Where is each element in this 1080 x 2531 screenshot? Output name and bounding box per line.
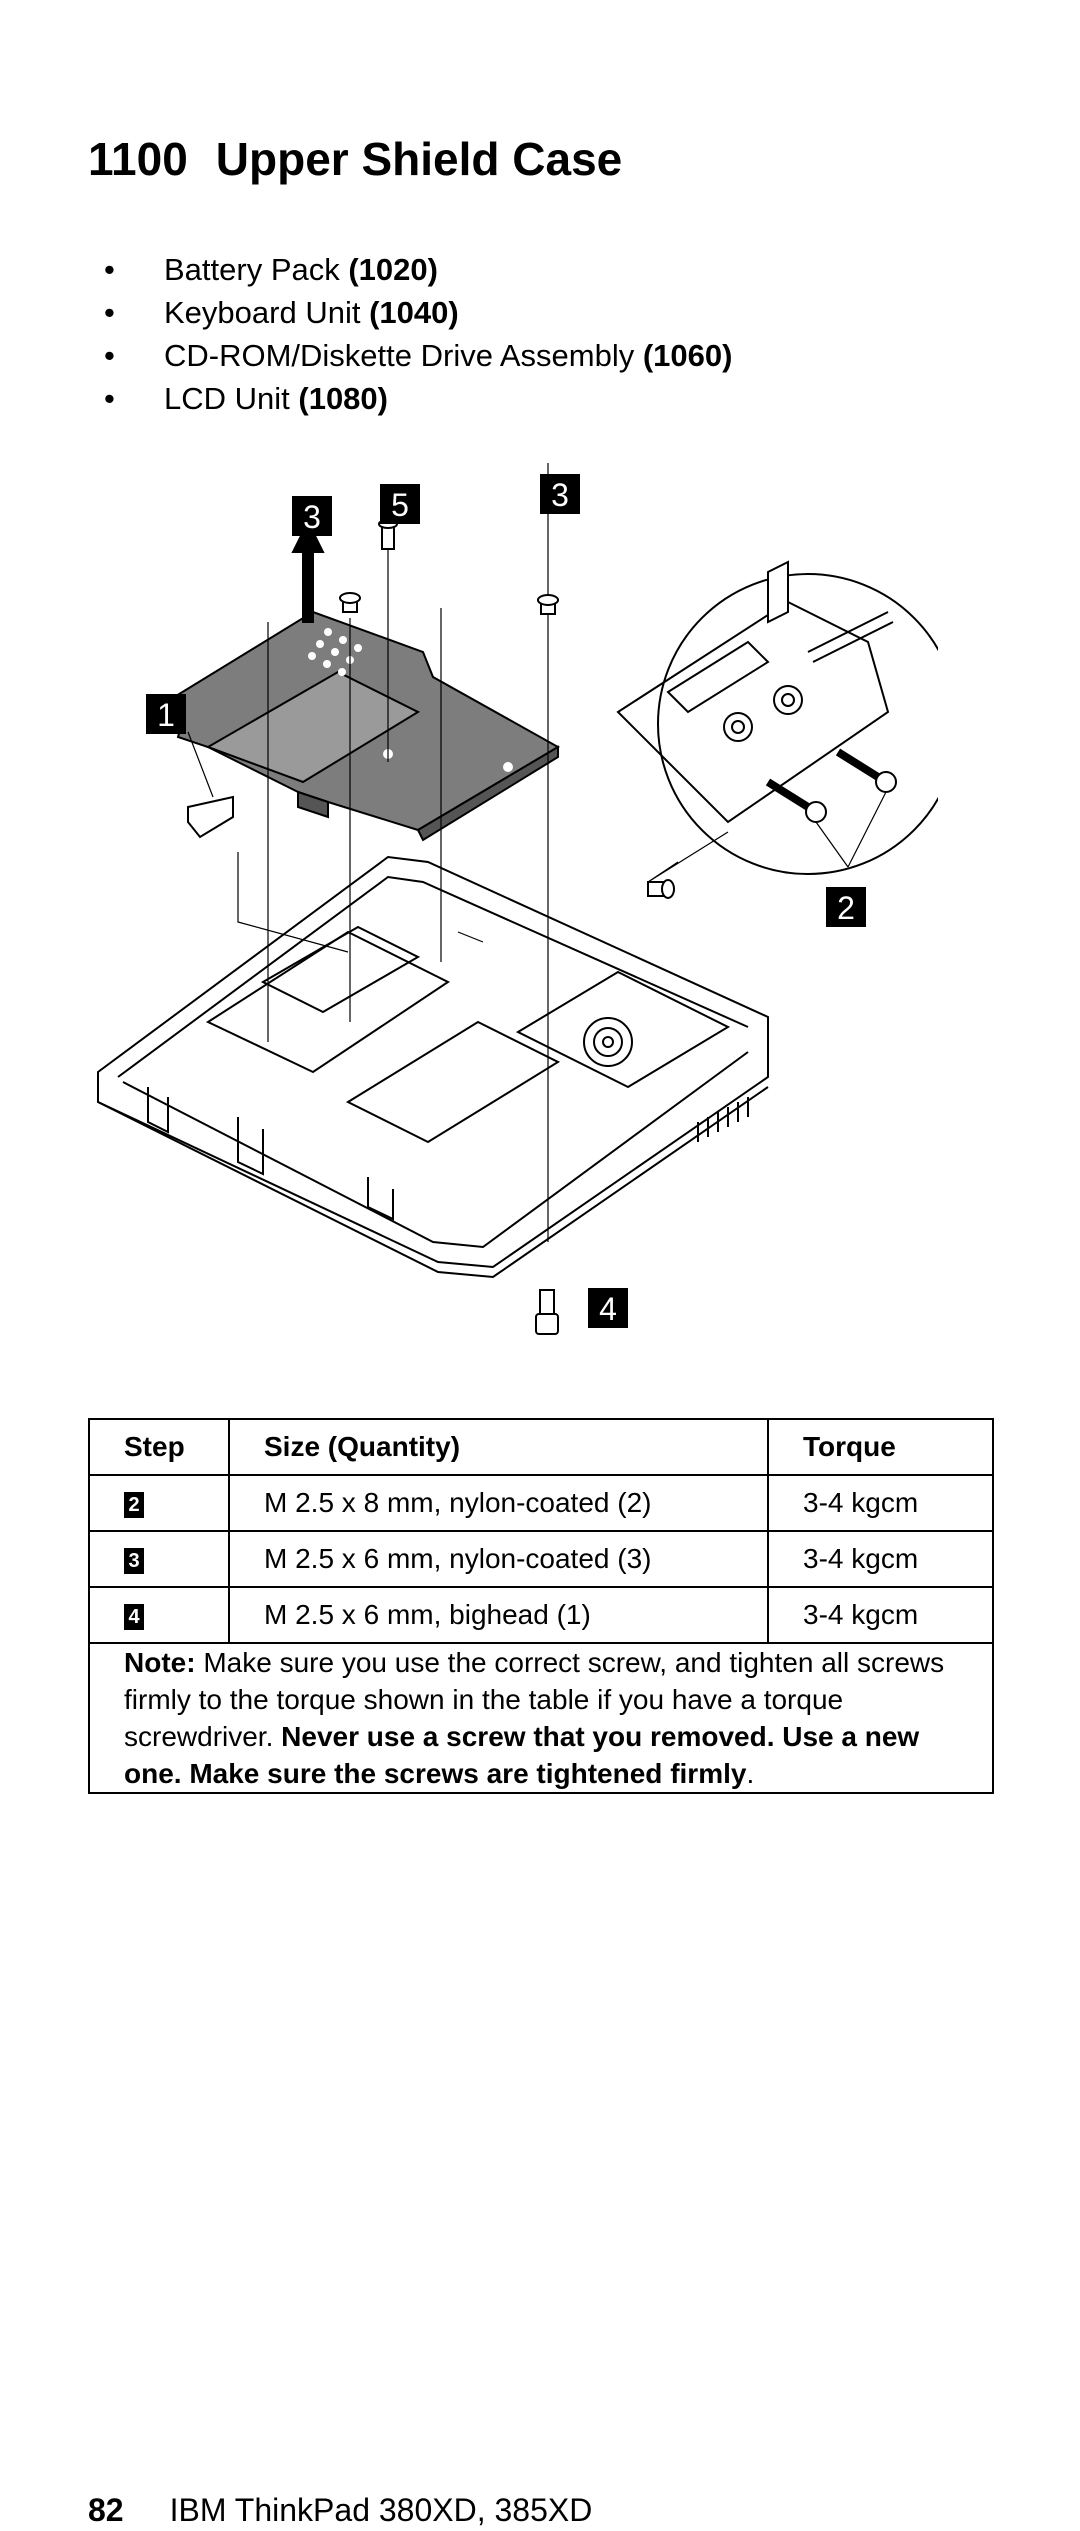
note-end: . — [746, 1758, 755, 1789]
screw-2-b — [835, 748, 897, 793]
list-item: • Keyboard Unit (1040) — [104, 291, 732, 334]
bullet: • — [104, 295, 115, 330]
latch-part — [187, 795, 234, 839]
table-row: 3 M 2.5 x 6 mm, nylon-coated (3) 3-4 kgc… — [88, 1530, 994, 1588]
section-number: 1100 — [88, 133, 188, 185]
list-item-text: CD-ROM/Diskette Drive Assembly — [164, 338, 643, 373]
torque-cell: 3-4 kgcm — [767, 1530, 994, 1588]
callout-label: 1 — [157, 697, 175, 733]
callout-3-right: 3 — [540, 474, 580, 514]
screw-2-a — [765, 778, 827, 823]
table-header-row: Step Size (Quantity) Torque — [88, 1418, 994, 1476]
note-cell: Note: Make sure you use the correct scre… — [88, 1642, 994, 1794]
header-torque: Torque — [767, 1418, 994, 1476]
callout-label: 5 — [391, 487, 409, 523]
header-size: Size (Quantity) — [228, 1418, 769, 1476]
torque-cell: 3-4 kgcm — [767, 1586, 994, 1644]
footer-title: IBM ThinkPad 380XD, 385XD — [169, 2492, 593, 2528]
callout-label: 3 — [551, 477, 569, 513]
callout-4: 4 — [588, 1288, 628, 1328]
size-cell: M 2.5 x 8 mm, nylon-coated (2) — [228, 1474, 769, 1532]
screw-table: Step Size (Quantity) Torque 2 M 2.5 x 8 … — [88, 1418, 994, 1794]
bullet: • — [104, 338, 115, 373]
lift-arrow — [291, 519, 325, 623]
list-item-ref: (1080) — [298, 381, 388, 416]
exploded-view-diagram: 3 5 3 1 2 4 — [97, 463, 938, 1335]
screw-3-right — [537, 594, 559, 615]
step-key: 3 — [124, 1547, 144, 1574]
note-label: Note: — [124, 1647, 196, 1678]
bullet: • — [104, 252, 115, 287]
step-key: 4 — [124, 1603, 144, 1630]
size-cell: M 2.5 x 6 mm, bighead (1) — [228, 1586, 769, 1644]
list-item-ref: (1020) — [348, 252, 438, 287]
page-title: 1100 Upper Shield Case — [88, 132, 622, 186]
list-item-ref: (1040) — [369, 295, 459, 330]
callout-label: 4 — [599, 1291, 617, 1327]
list-item: • Battery Pack (1020) — [104, 248, 732, 291]
step-key: 2 — [124, 1491, 144, 1518]
list-item-ref: (1060) — [642, 338, 733, 373]
list-item-text: Keyboard Unit — [164, 295, 370, 330]
screw-4 — [535, 1289, 559, 1335]
page-number: 82 — [88, 2492, 124, 2528]
table-row: 4 M 2.5 x 6 mm, bighead (1) 3-4 kgcm — [88, 1586, 994, 1644]
screw-2-base — [647, 879, 675, 899]
base-chassis — [97, 855, 769, 1269]
callout-label: 2 — [837, 890, 855, 926]
table-note-row: Note: Make sure you use the correct scre… — [88, 1642, 994, 1794]
list-item-text: Battery Pack — [164, 252, 349, 287]
list-item: • LCD Unit (1080) — [104, 377, 732, 420]
screw-3-left — [339, 592, 361, 613]
note-text: Make sure you use the correct screw, and… — [124, 1647, 945, 1752]
list-item-text: LCD Unit — [164, 381, 299, 416]
table-row: 2 M 2.5 x 8 mm, nylon-coated (2) 3-4 kgc… — [88, 1474, 994, 1532]
callout-label: 3 — [303, 499, 321, 535]
callout-3-left: 3 — [292, 496, 332, 536]
detail-magnifier — [657, 573, 938, 875]
cooling-fan — [583, 1017, 633, 1067]
screw-3-middle — [378, 519, 398, 550]
header-step: Step — [88, 1418, 230, 1476]
list-item: • CD-ROM/Diskette Drive Assembly (1060) — [104, 334, 732, 377]
page-footer: 82 IBM ThinkPad 380XD, 385XD — [88, 2492, 592, 2529]
callout-1: 1 — [146, 694, 186, 734]
size-cell: M 2.5 x 6 mm, nylon-coated (3) — [228, 1530, 769, 1588]
callout-2: 2 — [826, 887, 866, 927]
note-warning: Never use a screw that you removed. Use … — [124, 1721, 920, 1789]
section-title: Upper Shield Case — [215, 133, 623, 185]
bullet: • — [104, 381, 115, 416]
torque-cell: 3-4 kgcm — [767, 1474, 994, 1532]
callout-5: 5 — [380, 484, 420, 524]
prerequisite-list: • Battery Pack (1020) • Keyboard Unit (104… — [104, 248, 732, 420]
